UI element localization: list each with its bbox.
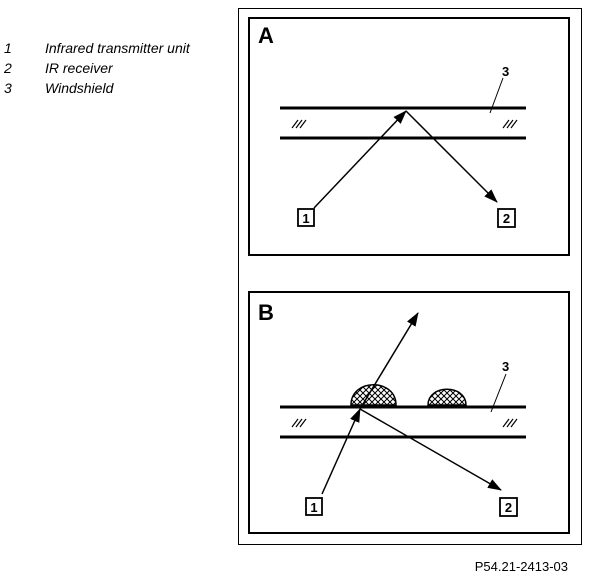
figure-frame (238, 8, 582, 545)
windshield-leader-line (490, 373, 507, 413)
panel-b: B 3 1 2 (248, 291, 570, 534)
transmitter-label: 1 (302, 211, 309, 226)
panel-a-frame (248, 17, 570, 256)
refracted-ray (359, 312, 419, 410)
windshield-callout: 3 (502, 64, 509, 79)
glass-hatch-icon (502, 418, 518, 428)
glass-hatch-icon (291, 418, 307, 428)
reflected-ray (405, 110, 498, 203)
incident-ray (321, 408, 361, 495)
panel-b-frame (248, 291, 570, 534)
receiver-box: 2 (499, 497, 518, 517)
legend-number: 3 (4, 80, 12, 96)
receiver-label: 2 (503, 211, 510, 226)
legend-label: IR receiver (45, 60, 113, 76)
transmitter-label: 1 (310, 500, 317, 515)
legend-label: Windshield (45, 80, 114, 96)
windshield (280, 106, 526, 140)
windshield-leader-line (489, 77, 504, 114)
raindrop-icon (350, 384, 397, 406)
legend-number: 1 (4, 40, 12, 56)
glass-hatch-icon (502, 119, 518, 129)
panel-b-letter: B (258, 300, 274, 325)
panel-a: A 3 1 2 (248, 17, 570, 256)
legend-number: 2 (4, 60, 12, 76)
receiver-label: 2 (505, 500, 512, 515)
panel-a-letter: A (258, 23, 274, 48)
reflected-ray (359, 408, 502, 491)
receiver-box: 2 (497, 208, 516, 228)
transmitter-box: 1 (305, 497, 323, 516)
legend-label: Infrared transmitter unit (45, 40, 190, 56)
incident-ray (313, 110, 407, 209)
windshield (280, 405, 526, 439)
figure-code: P54.21-2413-03 (474, 559, 568, 574)
windshield-callout: 3 (502, 359, 509, 374)
raindrop-icon (427, 388, 467, 406)
transmitter-box: 1 (297, 208, 315, 227)
glass-hatch-icon (291, 119, 307, 129)
